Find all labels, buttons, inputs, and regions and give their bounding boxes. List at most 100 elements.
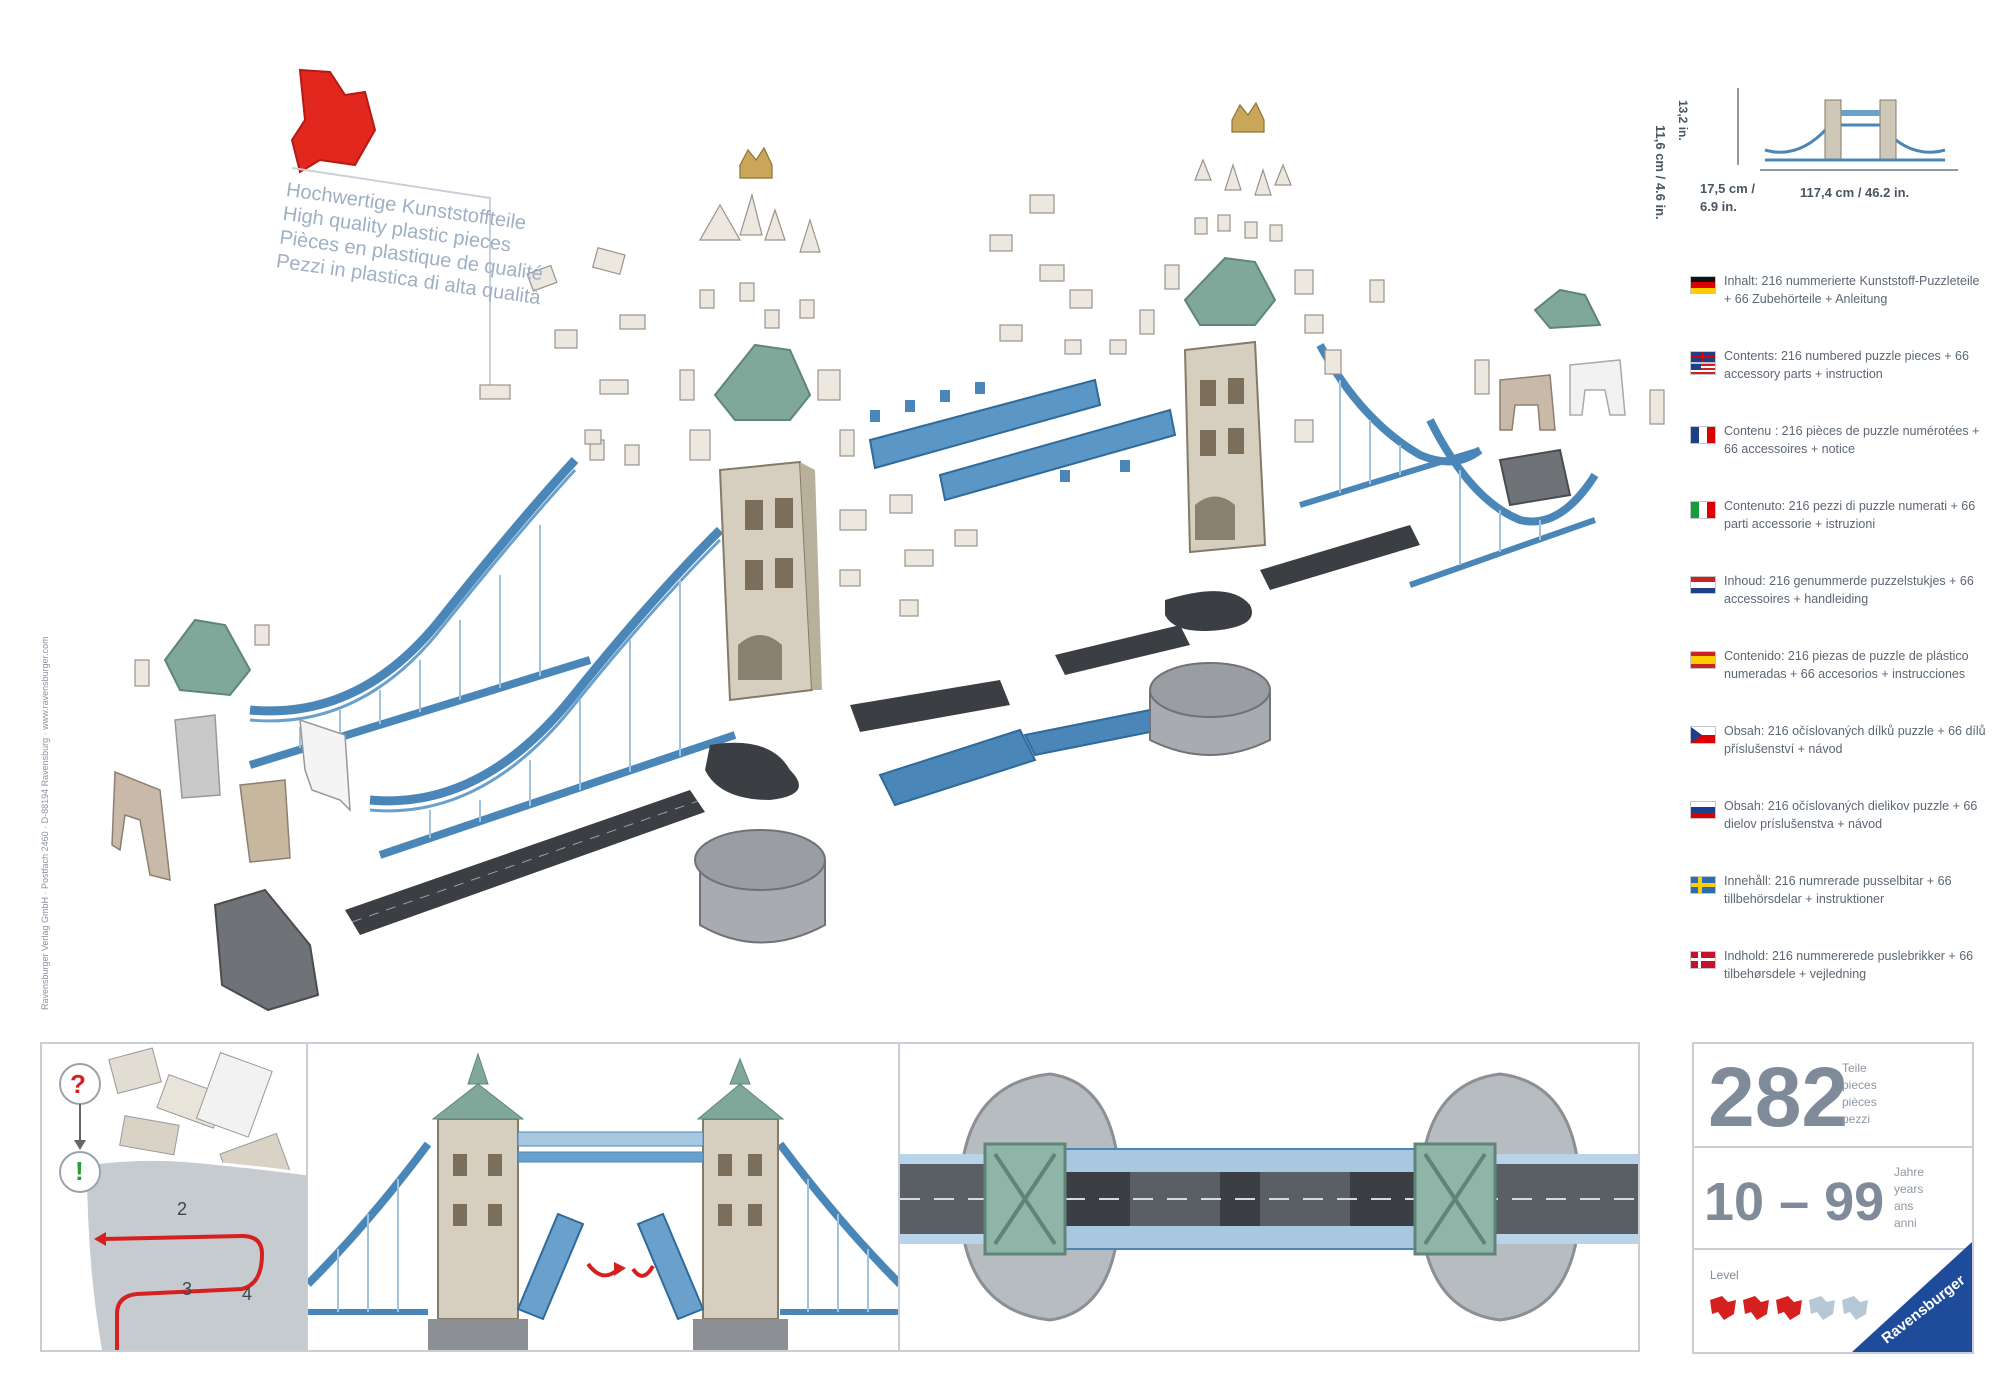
it-flag-icon [1690,501,1716,519]
left-bascule-road [850,680,1010,732]
exclamation-circle-icon [59,1151,101,1193]
dimension-height: 11,6 cm / 4.6 in. [1653,125,1668,220]
level-label: Level [1710,1268,1739,1282]
level-piece-empty [1809,1296,1835,1320]
piece-count: 282 [1708,1050,1849,1144]
top-view-panel [898,1042,1640,1352]
dimension-depth: 17,5 cm / 6.9 in. [1700,181,1755,214]
contents-text: Indhold: 216 nummererede puslebrikker + … [1724,949,1974,981]
red-puzzle-piece [290,68,377,174]
upper-walkway-1 [868,378,1102,470]
lower-arrow-left [586,1262,620,1278]
right-pier [1149,662,1271,756]
question-mark-text: ? [70,1069,86,1099]
cz-flag-icon [1690,726,1716,744]
contents-item-de: Inhalt: 216 nummerierte Kunststoff-Puzzl… [1690,272,1990,347]
top-view-illustration [900,1072,1638,1322]
assembly-path-arrow [101,1233,265,1350]
left-wall-panel [174,714,221,799]
right-abutment-block [1498,448,1572,507]
small-pieces-left-cluster [526,192,978,617]
contents-text: Innehåll: 216 numrerade pusselbitar + 66… [1724,874,1952,906]
contents-item-dk: Indhold: 216 nummererede puslebrikker + … [1690,947,1990,1022]
puzzle-number-2: 2 [177,1199,188,1219]
open-bridge-panel [306,1042,902,1352]
puzzle-number-3: 3 [182,1279,193,1299]
contents-text: Inhalt: 216 nummerierte Kunststoff-Puzzl… [1724,274,1980,306]
contents-list: Inhalt: 216 nummerierte Kunststoff-Puzzl… [1690,272,1990,1022]
level-piece-filled [1743,1296,1769,1320]
left-sign-frame [299,718,351,812]
left-abutment-roof [163,618,252,697]
pieces-word-de: Teile [1842,1061,1867,1075]
left-crown-ornament [739,146,773,179]
piece-count-words: Teile pieces pièces pezzi [1842,1060,1877,1128]
pieces-word-en: pieces [1842,1078,1877,1092]
exploded-bridge-illustration [111,68,1665,1012]
dimension-width: 117,4 cm / 46.2 in. [1800,185,1910,200]
right-crown-ornament [1231,101,1265,133]
contents-item-cz: Obsah: 216 očíslovaných dílků puzzle + 6… [1690,722,1990,797]
dimensions-bridge-icon [1737,88,1958,171]
left-arch-piece [111,770,171,881]
small-pieces-right-cluster [989,158,1665,443]
left-suspension-span-back [248,456,592,769]
contents-text: Contents: 216 numbered puzzle pieces + 6… [1724,349,1969,381]
left-road-deck [345,790,705,935]
nl-flag-icon [1690,576,1716,594]
age-words: Jahre years ans anni [1894,1164,1924,1232]
contents-item-en: Contents: 216 numbered puzzle pieces + 6… [1690,347,1990,422]
puzzle-number-4: 4 [242,1284,253,1304]
instruction-illustration [59,1047,308,1350]
center-road-1 [1055,625,1190,675]
contents-text: Contenuto: 216 pezzi di puzzle numerati … [1724,499,1976,531]
right-suspension-span [1299,343,1599,588]
dk-flag-icon [1690,951,1716,969]
age-word-fr: ans [1894,1199,1914,1213]
uk-flag-icon [1690,351,1716,363]
level-piece-empty [1842,1296,1868,1320]
open-bridge-illustration [308,1052,900,1350]
age-word-de: Jahre [1894,1165,1925,1179]
left-tower-roof [713,343,812,421]
lower-arrow-right [631,1264,655,1278]
age-word-en: years [1894,1182,1924,1196]
right-abutment-roof [1533,288,1602,330]
right-bascule-curve [1165,591,1252,631]
side-credits: Ravensburger Verlag GmbH · Postfach 2460… [40,636,50,1010]
contents-text: Obsah: 216 očíslovaných dílků puzzle + 6… [1724,724,1986,756]
loose-pieces-left [134,384,602,687]
dimension-height-alt: 13,2 in. [1676,100,1690,141]
se-flag-icon [1690,876,1716,894]
brand-logo-corner [1852,1242,1972,1352]
left-tower [718,460,822,702]
contents-item-nl: Inhoud: 216 genummerde puzzelstukjes + 6… [1690,572,1990,647]
upper-walkway-2 [938,408,1177,502]
pieces-word-it: pezzi [1842,1112,1871,1126]
left-stone-panel [239,779,291,863]
de-flag-icon [1690,276,1716,294]
right-road-deck [1260,525,1420,590]
contents-text: Inhoud: 216 genummerde puzzelstukjes + 6… [1724,574,1974,606]
level-piece-filled [1710,1296,1736,1320]
es-flag-icon [1690,651,1716,669]
age-word-it: anni [1894,1216,1917,1230]
contents-item-it: Contenuto: 216 pezzi di puzzle numerati … [1690,497,1990,572]
right-tower [1183,340,1267,554]
level-indicator [1710,1296,1868,1320]
contents-item-se: Innehåll: 216 numrerade pusselbitar + 66… [1690,872,1990,947]
sk-flag-icon [1690,801,1716,819]
right-tower-roof [1183,256,1277,326]
exclamation-mark-text: ! [75,1156,84,1186]
contents-item-sk: Obsah: 216 očíslovaných dielikov puzzle … [1690,797,1990,872]
left-bascule-leaf [878,728,1037,807]
right-arch-piece [1499,374,1556,431]
left-bascule-curve [705,742,799,800]
instruction-panel: ? ! 2 3 4 [40,1042,310,1352]
right-white-arch [1569,359,1626,416]
contents-item-fr: Contenu : 216 pièces de puzzle numérotée… [1690,422,1990,497]
fr-flag-icon [1690,426,1716,444]
center-road-2 [1023,708,1162,757]
pieces-word-fr: pièces [1842,1095,1877,1109]
level-piece-filled [1776,1296,1802,1320]
